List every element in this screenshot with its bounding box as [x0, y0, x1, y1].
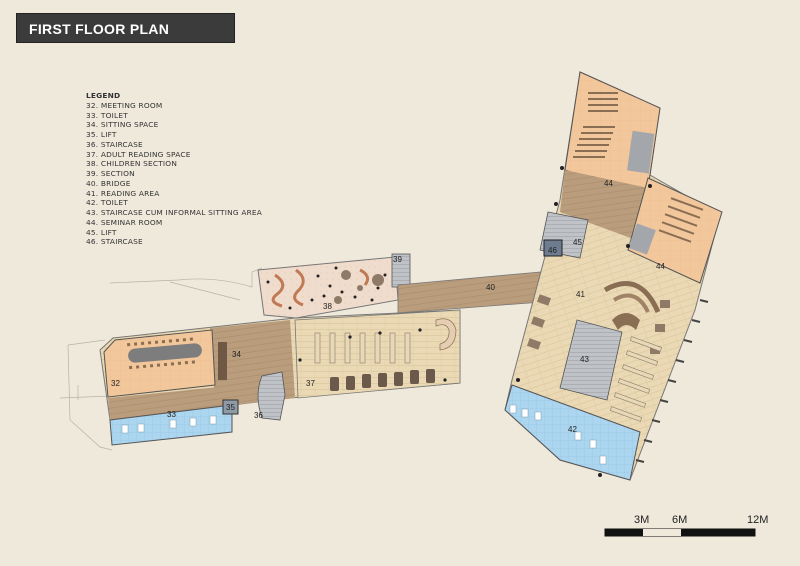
room-label-44-right: 44 — [656, 262, 665, 271]
reading-arc — [603, 281, 661, 314]
room-label-35: 35 — [226, 403, 235, 412]
room-labels: 32 33 34 35 36 37 38 39 40 41 42 43 44 4… — [111, 179, 665, 434]
legend-item: 38. CHILDREN SECTION — [86, 159, 178, 169]
room-label-43: 43 — [580, 355, 589, 364]
legend: LEGEND 32. MEETING ROOM 33. TOILET 34. S… — [86, 91, 262, 247]
seminar-seats-top — [573, 92, 618, 158]
room-label-46: 46 — [548, 246, 557, 255]
children-dots — [266, 266, 387, 310]
room-label-38: 38 — [323, 302, 332, 311]
legend-item: 32. MEETING ROOM — [86, 100, 163, 110]
right-corridor-dark — [560, 170, 648, 240]
staircase-36 — [257, 371, 286, 421]
lift-35 — [222, 399, 239, 415]
legend-item: 46. STAIRCASE — [86, 237, 143, 247]
seminar-seats-right — [658, 197, 704, 243]
scale-label-6m: 6M — [672, 514, 688, 526]
legend-item: 37. ADULT READING SPACE — [86, 149, 191, 159]
legend-item: 39. SECTION — [86, 169, 135, 178]
legend-item: 45. LIFT — [86, 227, 117, 237]
toilet-fixtures-right — [509, 404, 607, 465]
legend-item: 34. SITTING SPACE — [86, 120, 159, 130]
legend-item: 43. STAIRCASE CUM INFORMAL SITTING AREA — [86, 208, 263, 217]
seminar-room-44-right — [627, 177, 723, 284]
seminar-stage-right — [628, 223, 656, 255]
scale-label-3m: 3M — [634, 514, 650, 526]
reading-tables-right — [526, 294, 670, 354]
title-box: FIRST FLOOR PLAN — [16, 13, 235, 43]
room-label-41: 41 — [576, 290, 585, 299]
page-title: FIRST FLOOR PLAN — [29, 21, 170, 37]
scale-bar — [604, 528, 756, 537]
outline-lines — [59, 267, 263, 451]
room-label-33: 33 — [167, 410, 176, 419]
room-label-34: 34 — [232, 350, 241, 359]
seminar-stage — [627, 130, 655, 174]
facade-mullions — [635, 299, 709, 463]
children-tables — [334, 270, 384, 304]
legend-item: 35. LIFT — [86, 130, 117, 139]
children-furniture — [271, 268, 370, 308]
meeting-table — [128, 343, 202, 363]
reading-desk-curve — [435, 318, 457, 351]
legend-item: 33. TOILET — [86, 110, 128, 120]
meeting-chairs — [127, 337, 196, 370]
scale-label-12m: 12M — [747, 514, 769, 526]
toilet-fixtures — [121, 415, 217, 434]
legend-item: 36. STAIRCASE — [86, 139, 143, 149]
room-label-42: 42 — [568, 425, 577, 434]
bridge-40 — [397, 271, 543, 314]
staircase-43 — [559, 319, 623, 401]
reading-sofas — [330, 369, 435, 391]
room-label-40: 40 — [486, 283, 495, 292]
lift-46 — [543, 239, 563, 257]
legend-heading: LEGEND — [86, 91, 121, 100]
room-label-44-top: 44 — [604, 179, 613, 188]
legend-item: 44. SEMINAR ROOM — [86, 217, 163, 227]
room-label-37: 37 — [306, 379, 315, 388]
sitting-bench — [218, 342, 227, 380]
legend-item: 41. READING AREA — [86, 188, 160, 198]
legend-item: 42. TOILET — [86, 198, 128, 208]
reading-arc-inner — [612, 293, 650, 313]
room-label-32: 32 — [111, 379, 120, 388]
meeting-room-32-floor — [103, 329, 216, 398]
reading-tables — [314, 332, 411, 364]
columns — [298, 328, 447, 382]
room-label-36: 36 — [254, 411, 263, 420]
legend-item: 40. BRIDGE — [86, 178, 131, 188]
right-wing — [504, 71, 723, 481]
room-label-39: 39 — [393, 255, 402, 264]
reading-desk — [612, 313, 640, 330]
room-label-45: 45 — [573, 238, 582, 247]
informal-benches — [609, 336, 663, 422]
left-wing — [99, 253, 461, 446]
columns-right — [516, 166, 652, 477]
